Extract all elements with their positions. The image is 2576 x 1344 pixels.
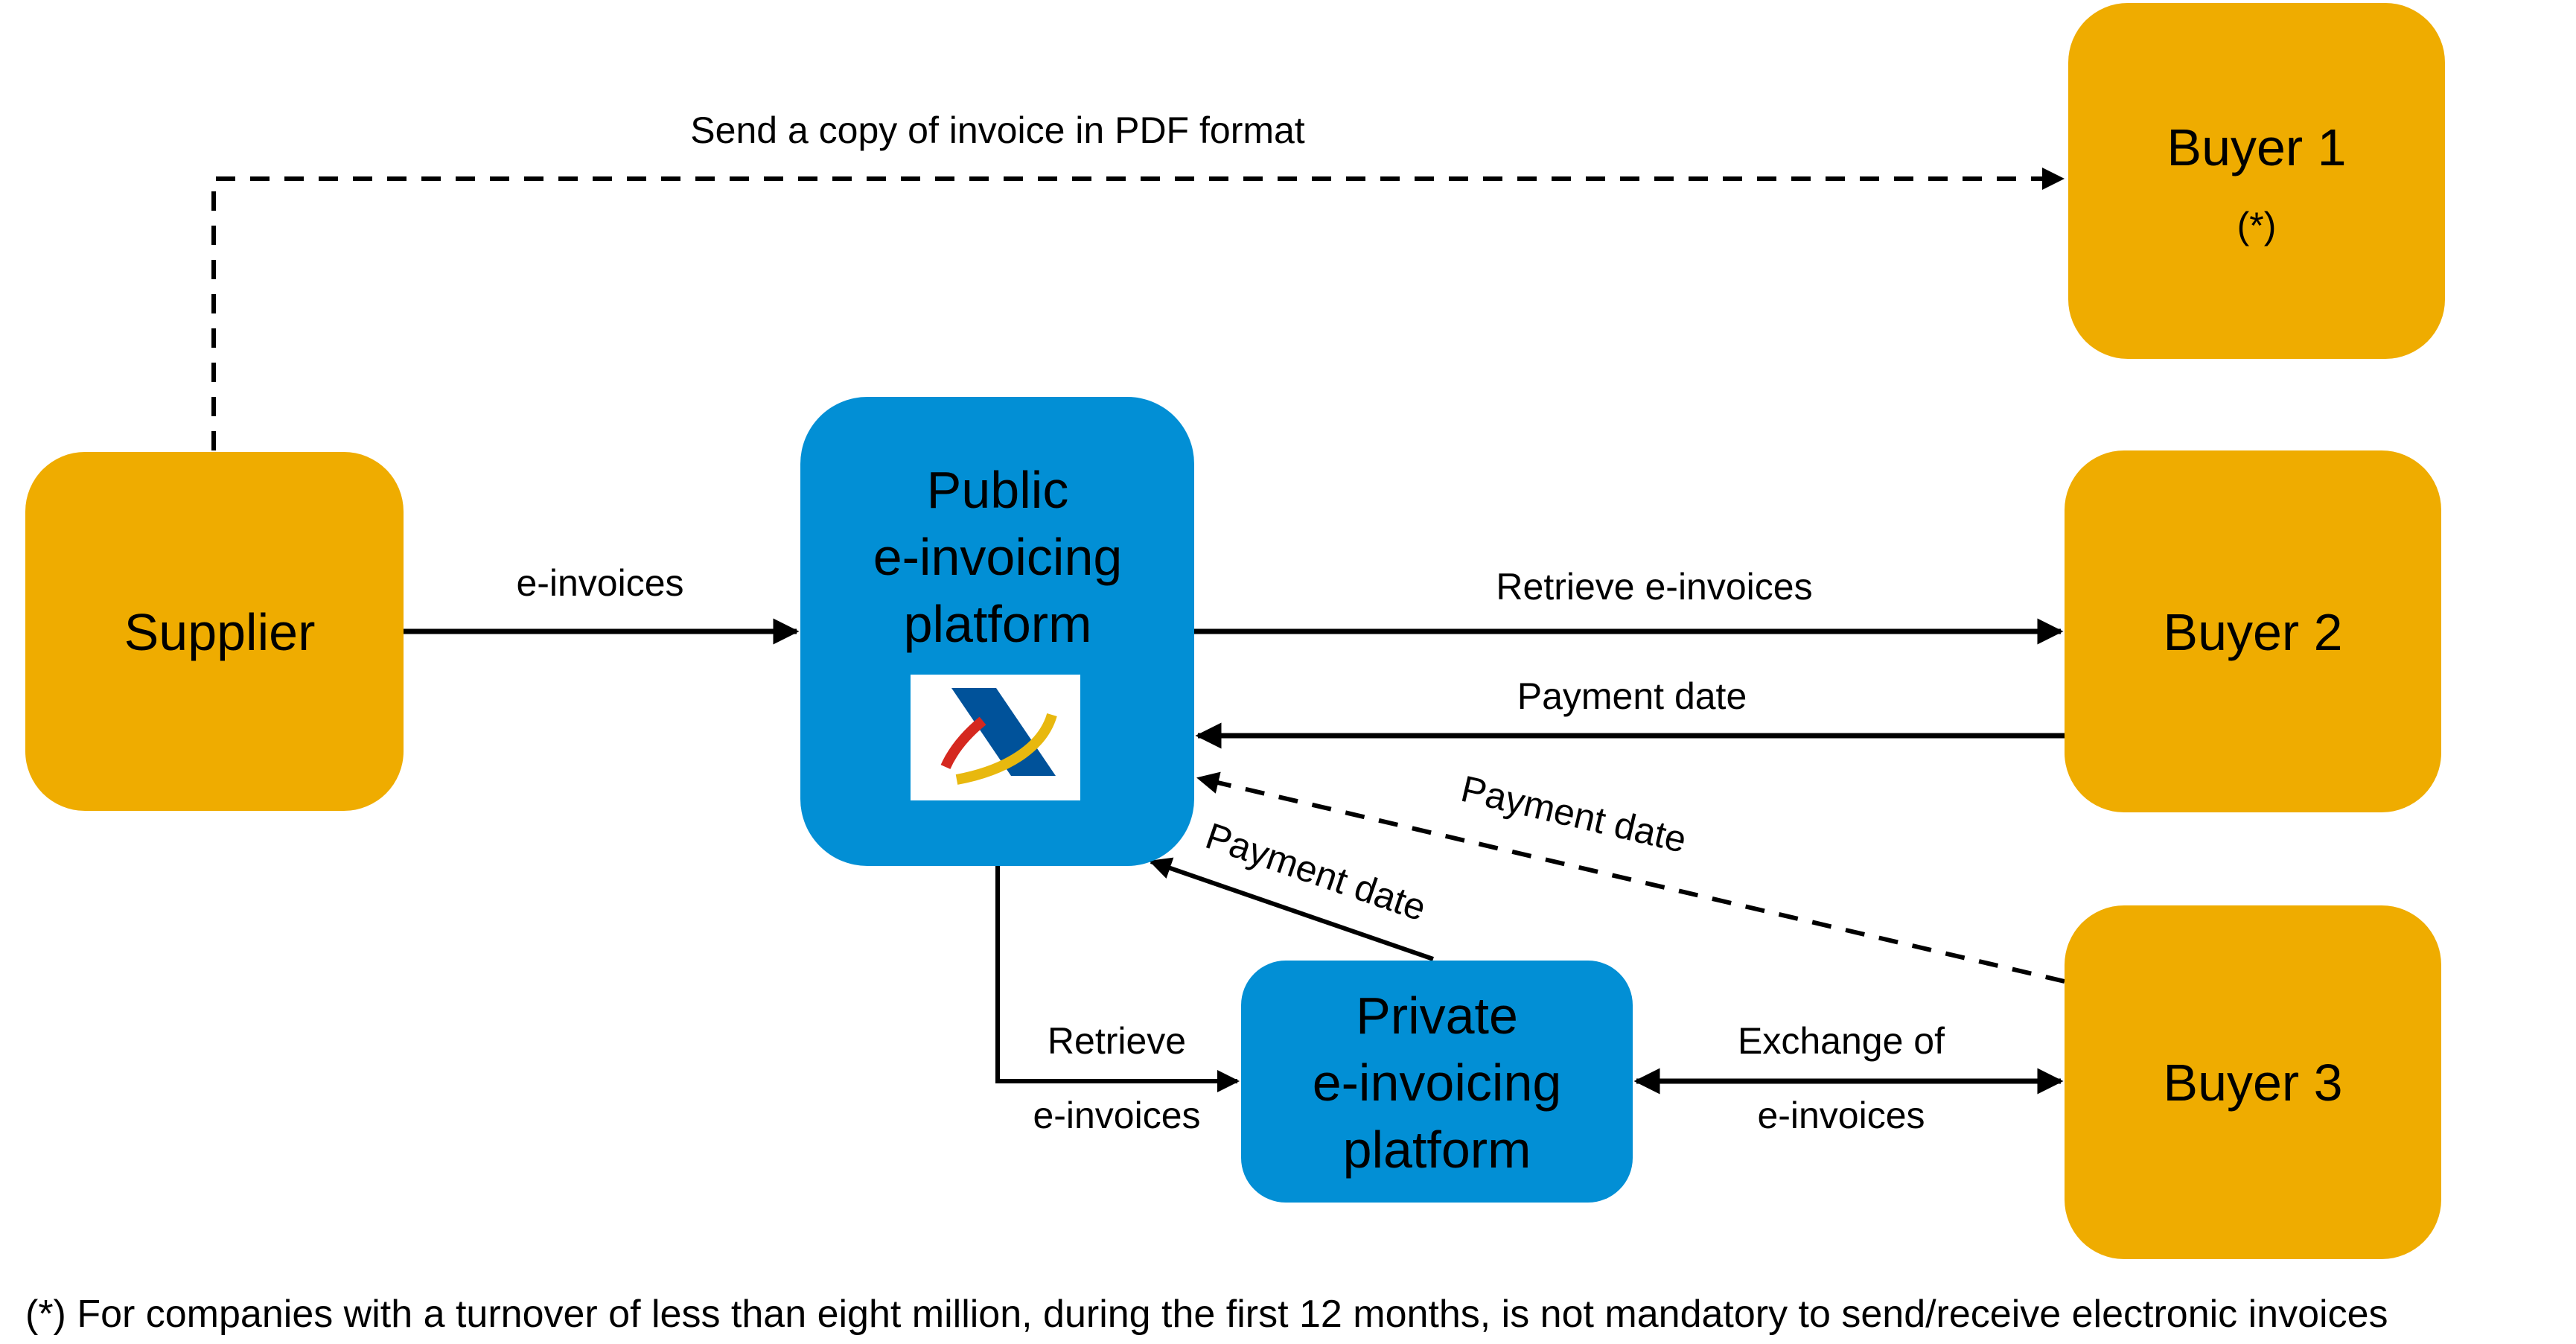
node-public-platform: Public e-invoicing platform — [800, 397, 1194, 866]
edge-supplier-to-public-label: e-invoices — [516, 562, 683, 604]
edge-public-to-private-label-2: e-invoices — [1033, 1095, 1200, 1136]
node-public-platform-line-1: Public — [927, 461, 1069, 519]
node-buyer3: Buyer 3 — [2065, 905, 2441, 1259]
node-buyer1: Buyer 1 (*) — [2068, 3, 2445, 359]
edge-pdf-copy-label: Send a copy of invoice in PDF format — [690, 109, 1304, 151]
node-public-platform-line-2: e-invoicing — [873, 528, 1123, 586]
edge-public-to-private-label-1: Retrieve — [1048, 1020, 1186, 1062]
node-public-platform-line-3: platform — [904, 595, 1092, 653]
node-supplier: Supplier — [25, 452, 404, 811]
edge-private-to-public — [1149, 857, 1434, 961]
node-private-platform-line-3: platform — [1343, 1121, 1531, 1179]
node-private-platform-line-2: e-invoicing — [1313, 1054, 1562, 1112]
node-supplier-label: Supplier — [124, 603, 316, 661]
node-private-platform: Private e-invoicing platform — [1241, 961, 1633, 1203]
node-buyer1-note: (*) — [2237, 205, 2277, 246]
node-buyer2-label: Buyer 2 — [2163, 603, 2342, 661]
footnote: (*) For companies with a turnover of les… — [25, 1293, 2388, 1336]
edge-public-to-buyer2-label: Retrieve e-invoices — [1496, 566, 1812, 608]
node-private-platform-line-1: Private — [1356, 987, 1518, 1045]
edge-buyer2-to-public-label: Payment date — [1517, 675, 1747, 717]
edge-buyer3-to-public — [1196, 771, 2065, 984]
node-buyer2: Buyer 2 — [2065, 450, 2441, 812]
tax-agency-logo-icon — [911, 675, 1080, 800]
node-buyer1-label: Buyer 1 — [2167, 118, 2346, 176]
node-buyer3-label: Buyer 3 — [2163, 1054, 2342, 1112]
edge-private-to-public-label: Payment date — [1201, 815, 1432, 929]
edge-public-to-private — [995, 866, 1240, 1092]
edge-private-buyer3-label-1: Exchange of — [1738, 1020, 1945, 1062]
edge-private-buyer3-label-2: e-invoices — [1757, 1095, 1925, 1136]
